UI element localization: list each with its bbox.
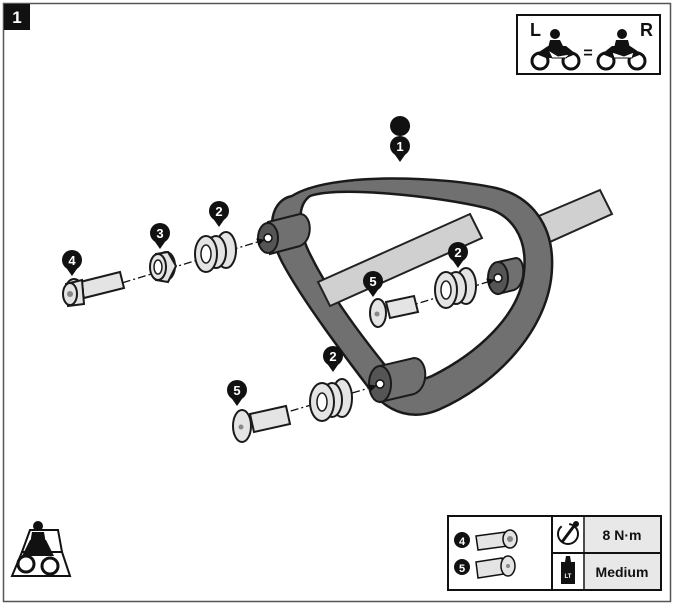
callout-spacer-mid: 2 [448,242,468,268]
callout-bolt-hex: 4 [62,250,82,276]
spacer-mid [434,267,477,309]
torque-wrench-icon [557,521,579,545]
washer [149,250,178,284]
step-number-text: 1 [12,8,21,27]
equals-sign: = [583,45,592,62]
step-number-badge: 1 [4,4,30,30]
callout-washer-label: 3 [156,226,163,241]
countersunk-bolt-bottom [232,404,292,443]
spec-table: 4 5 8 N·m LT Medium [447,515,662,591]
spec-row-bolt-hex: 4 [454,529,518,551]
motorcycle-left-icon [530,29,581,71]
callout-bolt-countersunk-bottom: 5 [227,380,247,406]
threadlocker-bottle-icon: LT [561,556,575,584]
callout-spacer-mid-label: 2 [454,245,461,260]
motorcycle-orientation-icon [10,521,72,577]
spec-row1-part-label: 4 [459,536,466,548]
motorcycle-right-icon [596,29,647,71]
frame-boss-bottom [368,356,427,404]
right-side-letter: R [640,20,653,40]
callout-bolt-countersunk-mid: 5 [363,271,383,297]
hex-bolt [62,270,126,308]
left-side-letter: L [530,20,541,40]
threadlock-strength-value: Medium [596,564,649,580]
torque-value: 8 N·m [603,527,642,543]
countersunk-bolt-mid [369,294,420,328]
spacer-bottom [309,378,353,422]
callout-spacer-top-label: 2 [215,204,222,219]
frame-boss-mid [487,256,525,296]
spec-row2-part-label: 5 [459,563,465,575]
callout-bolt-countersunk-mid-label: 5 [369,274,376,289]
callout-spacer-top: 2 [209,201,229,227]
callout-frame-label: 1 [396,139,403,154]
callout-washer: 3 [150,223,170,249]
spec-row-bolt-countersunk: 5 [454,555,516,579]
callout-spacer-bottom-label: 2 [329,349,336,364]
callout-bolt-countersunk-bottom-label: 5 [233,383,240,398]
callout-bolt-hex-label: 4 [68,253,76,268]
callout-frame: 1 [390,116,411,162]
mirror-both-sides-badge: L R = [516,14,661,75]
callout-spacer-bottom: 2 [323,346,343,372]
threadlocker-bottle-label: LT [565,574,572,580]
spacer-top [194,231,237,273]
